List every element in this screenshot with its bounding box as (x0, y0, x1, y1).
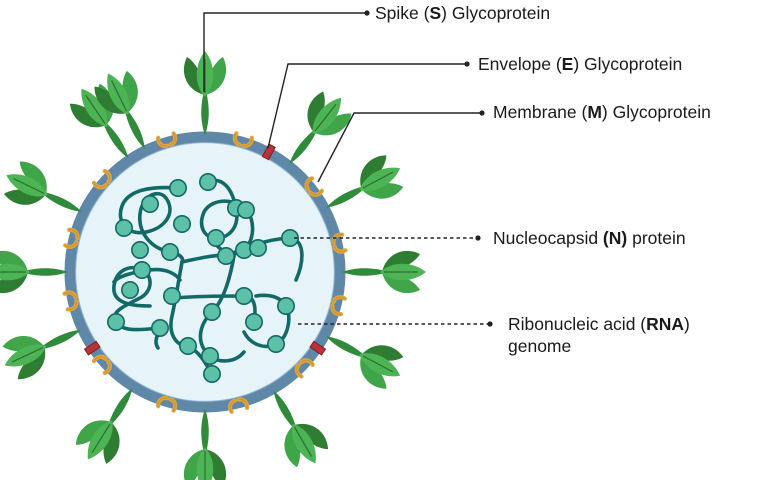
nucleocapsid-bead-3 (207, 229, 226, 248)
nucleocapsid-bead-4 (237, 201, 256, 220)
nucleocapsid-bead-25 (201, 346, 220, 365)
nucleocapsid-bead-16 (133, 260, 152, 279)
nucleocapsid-bead-27 (169, 179, 188, 198)
nucleocapsid-proteins (107, 173, 299, 383)
nucleocapsid-bead-10 (173, 215, 192, 234)
nucleocapsid-bead-21 (245, 312, 264, 331)
nucleocapsid-label: Nucleocapsid (N) protein (493, 228, 686, 248)
nucleocapsid-bead-18 (151, 318, 170, 337)
spike-leader (203, 12, 367, 92)
spike-1 (183, 50, 227, 136)
nucleocapsid-label-suffix: protein (627, 228, 686, 248)
envelope-label: Envelope (E) Glycoprotein (478, 54, 682, 74)
nucleocapsid-bead-24 (203, 302, 222, 321)
spike-label: Spike (S) Glycoprotein (375, 3, 550, 23)
membrane-label: Membrane (M) Glycoprotein (493, 102, 711, 122)
spike-label-bold: S (429, 3, 442, 23)
rna-label-text: Ribonucleic acid ( (508, 314, 647, 334)
spike-7 (183, 408, 227, 480)
nucleocapsid-bead-7 (115, 219, 134, 238)
nucleocapsid-bead-15 (179, 336, 198, 355)
nucleocapsid-bead-13 (217, 247, 236, 266)
leader-lines (203, 10, 493, 327)
nucleocapsid-bead-22 (276, 296, 295, 315)
envelope-leader (267, 63, 467, 149)
membrane-label-suffix: ) Glycoprotein (601, 102, 711, 122)
nucleocapsid-bead-20 (235, 286, 254, 305)
rna-label: Ribonucleic acid (RNA) (508, 314, 690, 334)
rna-label-genome: genome (508, 336, 572, 356)
rna-label-suffix: ) (684, 314, 690, 334)
membrane-label-bold: M (587, 102, 602, 122)
nucleocapsid-bead-9 (161, 243, 180, 262)
membrane-label-text: Membrane ( (493, 102, 588, 122)
nucleocapsid-label-bold: (N) (602, 228, 628, 248)
nucleocapsid-bead-14 (163, 286, 182, 305)
spike-label-suffix: ) Glycoprotein (441, 3, 551, 23)
nucleocapsid-bead-6 (141, 195, 160, 214)
spike-4 (341, 250, 427, 294)
nucleocapsid-bead-8 (131, 241, 150, 260)
rna-label-line2: genome (508, 336, 571, 356)
spike-10 (0, 250, 69, 294)
envelope-label-suffix: ) Glycoprotein (573, 54, 683, 74)
nucleocapsid-label-text: Nucleocapsid (493, 228, 603, 248)
membrane-leader (317, 112, 482, 183)
nucleocapsid-bead-19 (121, 280, 140, 299)
rna-label-bold: RNA (646, 314, 685, 334)
nucleocapsid-bead-1 (199, 173, 218, 192)
nucleocapsid-bead-23 (266, 334, 285, 353)
envelope-label-text: Envelope ( (478, 54, 562, 74)
nucleocapsid-bead-12 (249, 239, 268, 258)
nucleocapsid-bead-17 (107, 312, 126, 331)
envelope-label-bold: E (561, 54, 574, 74)
nucleocapsid-bead-11 (280, 229, 299, 248)
spike-label-text: Spike ( (375, 3, 430, 23)
nucleocapsid-bead-26 (203, 364, 222, 383)
